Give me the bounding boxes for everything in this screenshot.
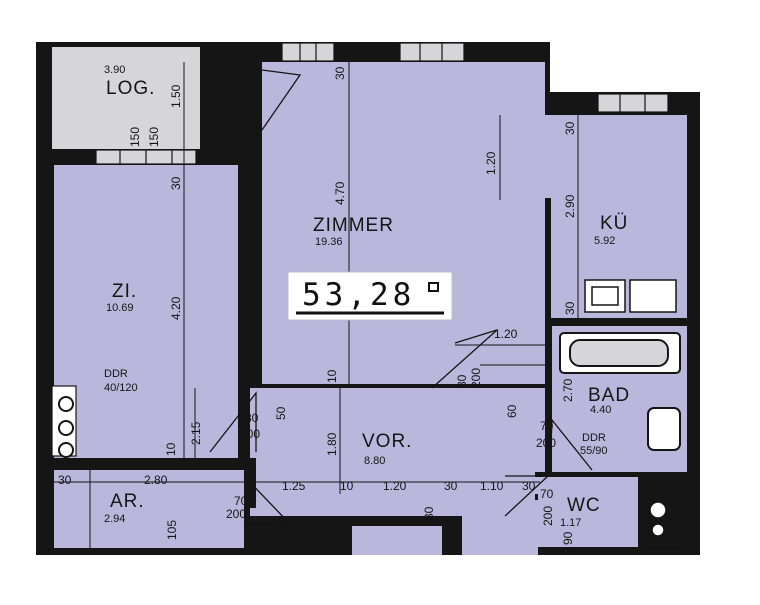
window-zimmer-1 — [281, 42, 335, 62]
kueche-name: KÜ — [600, 213, 628, 234]
dimension-labels: 1.50 150 150 90 220 30 4.70 1.20 30 2.90… — [58, 66, 608, 545]
dim-row-120: 1.20 — [383, 479, 407, 493]
dim-ar-200: 200 — [226, 507, 246, 521]
dim-entry-30: 30 — [422, 506, 436, 520]
dim-wc-90: 90 — [561, 531, 575, 545]
bathtub — [559, 332, 681, 374]
window-kueche — [597, 93, 669, 113]
washbasin — [647, 407, 681, 451]
loggia-name: LOG. — [106, 78, 155, 99]
bad-area: 4.40 — [590, 404, 611, 416]
dim-vor-200: 200 — [240, 427, 260, 441]
dim-door-200-a: 200 — [469, 368, 483, 388]
dim-ar-70: 70 — [234, 494, 248, 508]
dim-row-10: 10 — [340, 479, 354, 493]
dim-bad-60: 60 — [505, 404, 519, 418]
dim-bad-270: 2.70 — [561, 378, 575, 402]
ar-floor — [54, 470, 244, 548]
square-meter-symbol — [428, 282, 439, 292]
dim-ar-52: 52 — [275, 516, 289, 530]
dim-door-10-a: 10 — [325, 369, 339, 383]
dim-zimmer-120-v: 1.20 — [484, 151, 498, 175]
ar-name: AR. — [110, 491, 145, 512]
radiator-markers — [58, 396, 74, 458]
dim-row-30-left: 30 — [58, 473, 72, 487]
bad-name: BAD — [588, 385, 630, 406]
dim-wc-70: 70 — [540, 487, 554, 501]
zimmer-name: ZIMMER — [313, 215, 394, 236]
dim-kue-290: 2.90 — [563, 194, 577, 218]
zi-area: 10.69 — [106, 302, 134, 314]
loggia-area: 3.90 — [104, 64, 125, 76]
zi-name: ZI. — [112, 281, 137, 302]
dim-vor-215: 2.15 — [189, 421, 203, 445]
dim-zimmer-30-top: 30 — [333, 66, 347, 80]
ddr-zi-size: 40/120 — [104, 382, 138, 394]
dim-loggia-150-a: 1.50 — [169, 84, 183, 108]
sink — [629, 279, 677, 313]
dimension-lines — [54, 62, 579, 555]
dim-vor-80: 80 — [245, 411, 259, 425]
dim-row-30-right: 30 — [522, 479, 536, 493]
wc-area: 1.17 — [560, 517, 581, 529]
loggia-floor — [52, 47, 200, 149]
dim-loggia-150-c: 150 — [147, 127, 161, 147]
dim-vor-180: 1.80 — [325, 432, 339, 456]
door-swings — [209, 69, 593, 525]
dim-loggia-150-b: 150 — [128, 127, 142, 147]
dim-zimmer-470: 4.70 — [333, 181, 347, 205]
ddr-zi-label: DDR — [104, 368, 128, 380]
wc-name: WC — [567, 495, 601, 516]
room-labels: 3.90 LOG. ZIMMER 19.36 ZI. 10.69 KÜ 5.92… — [104, 64, 630, 529]
dim-door-120-h: 1.20 — [494, 327, 518, 341]
dim-row-30-mid: 30 — [444, 479, 458, 493]
total-area-box: 53,28 — [287, 271, 453, 321]
kitchen-fixtures — [584, 279, 677, 313]
ddr-bad-label: DDR — [582, 432, 606, 444]
dim-row-280: 2.80 — [144, 473, 168, 487]
dim-loggia-90: 90 — [222, 89, 236, 103]
dim-row-110: 1.10 — [480, 479, 504, 493]
dim-bad-200: 200 — [536, 436, 556, 450]
dim-ar-105: 105 — [165, 520, 179, 540]
zi-floor — [54, 165, 238, 458]
dim-zi-30: 30 — [169, 176, 183, 190]
interior-walls — [36, 62, 687, 555]
dim-kue-30-low: 30 — [563, 301, 577, 315]
dim-vor-50: 50 — [274, 406, 288, 420]
total-area-value: 53,28 — [302, 277, 415, 313]
dim-wc-200: 200 — [541, 506, 555, 526]
zimmer-area: 19.36 — [315, 236, 343, 248]
dim-bad-70: 70 — [540, 419, 554, 433]
entry-corridor — [462, 500, 538, 555]
dim-kue-30: 30 — [563, 121, 577, 135]
vorraum-name: VOR. — [362, 431, 412, 452]
entry-opening — [352, 526, 442, 555]
dim-door-80-120: 80 — [455, 374, 469, 388]
vorraum-area: 8.80 — [364, 455, 385, 467]
dim-loggia-220: 220 — [214, 106, 234, 120]
dim-zi-420: 4.20 — [169, 296, 183, 320]
kueche-area: 5.92 — [594, 235, 615, 247]
wc-fixtures — [641, 476, 688, 549]
dim-vor-10: 10 — [164, 442, 178, 456]
dim-row-125: 1.25 — [282, 479, 306, 493]
ar-area: 2.94 — [104, 513, 125, 525]
vorraum-floor — [250, 388, 545, 494]
wc-floor — [538, 477, 638, 547]
window-zimmer-2 — [399, 42, 465, 62]
ddr-bad-size: 55/90 — [580, 445, 608, 457]
stove — [584, 279, 626, 313]
